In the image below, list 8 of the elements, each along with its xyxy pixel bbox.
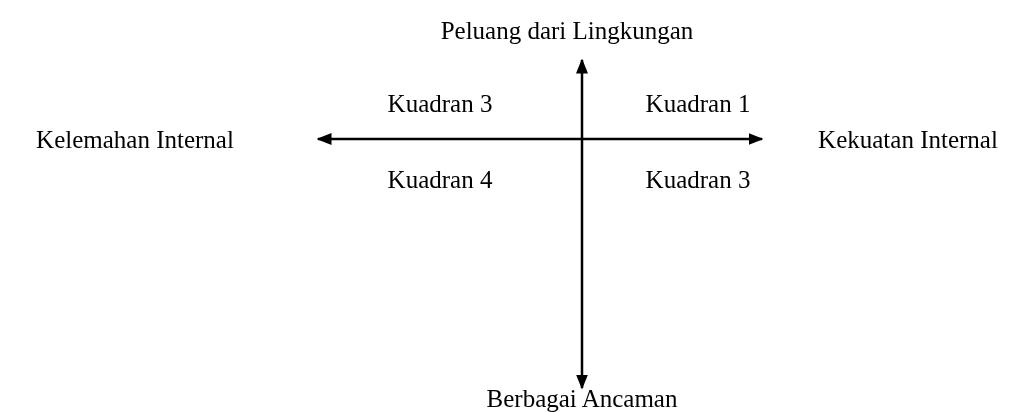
axis-label: Berbagai Ancaman: [486, 385, 678, 411]
quadrant-label: Kuadran 3: [645, 166, 751, 192]
quadrant-label: Kuadran 3: [387, 90, 493, 116]
quadrant-label: Kuadran 4: [387, 166, 493, 192]
quadrant-label: Kuadran 1: [645, 90, 751, 116]
axis-label: Peluang dari Lingkungan: [440, 17, 694, 43]
axis-label: Kekuatan Internal: [818, 126, 998, 152]
axis-label: Kelemahan Internal: [36, 126, 234, 152]
